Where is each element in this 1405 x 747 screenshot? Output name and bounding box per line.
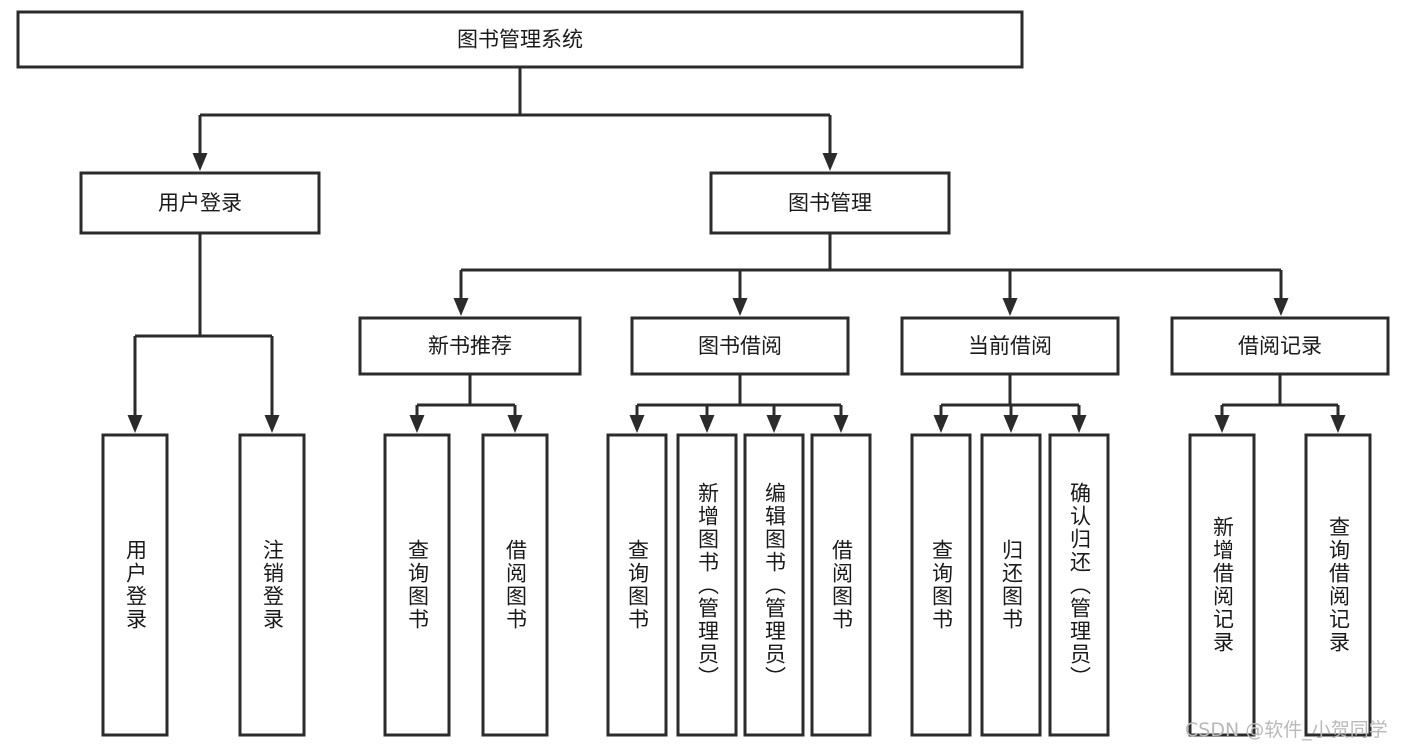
node-box-leaf-borrow-add-book[interactable] [676, 433, 738, 737]
book-borrow-connector-arrowhead-0 [629, 415, 645, 433]
book-borrow-connector-arrowhead-3 [833, 415, 849, 433]
book-manage-connector-arrowhead-3 [1273, 298, 1289, 316]
node-label-new-book-rec: 新书推荐 [428, 334, 512, 358]
node-box-new-book-rec[interactable] [358, 316, 582, 376]
current-borrow-connector-arrowhead-0 [933, 415, 949, 433]
node-box-leaf-rec-borrow-book[interactable] [481, 433, 549, 737]
node-box-leaf-cur-return-book[interactable] [980, 433, 1042, 737]
connector-layer [127, 67, 1346, 433]
box-layer [16, 10, 1390, 737]
node-box-leaf-borrow-borrow-book[interactable] [810, 433, 872, 737]
new-book-rec-connector-arrowhead-1 [507, 415, 523, 433]
book-borrow-connector-arrowhead-2 [766, 415, 782, 433]
node-box-leaf-borrow-edit-book[interactable] [743, 433, 805, 737]
new-book-rec-connector-arrowhead-0 [409, 415, 425, 433]
csdn-watermark: CSDN @软件_小贺同学 [1185, 719, 1388, 741]
node-label-book-manage: 图书管理 [788, 191, 872, 215]
node-box-leaf-rec-query-record[interactable] [1304, 433, 1372, 737]
node-box-book-borrow[interactable] [630, 316, 850, 376]
book-borrow-connector-arrowhead-1 [699, 415, 715, 433]
root-connector-arrowhead-0 [192, 153, 208, 171]
root-connector-arrowhead-1 [822, 153, 838, 171]
node-box-leaf-rec-query-book[interactable] [383, 433, 451, 737]
node-label-current-borrow: 当前借阅 [968, 334, 1052, 358]
node-label-book-borrow: 图书借阅 [698, 334, 782, 358]
node-label-borrow-record: 借阅记录 [1238, 334, 1322, 358]
node-box-leaf-rec-add-record[interactable] [1188, 433, 1256, 737]
user-login-connector-arrowhead-0 [127, 415, 143, 433]
borrow-record-connector-arrowhead-0 [1214, 415, 1230, 433]
borrow-record-connector-arrowhead-1 [1330, 415, 1346, 433]
book-manage-connector-arrowhead-2 [1002, 298, 1018, 316]
node-box-borrow-record[interactable] [1170, 316, 1390, 376]
node-box-root[interactable] [16, 10, 1024, 69]
node-label-user-login: 用户登录 [158, 191, 242, 215]
node-box-leaf-cur-confirm-return[interactable] [1048, 433, 1110, 737]
node-label-root: 图书管理系统 [457, 28, 583, 52]
node-box-current-borrow[interactable] [900, 316, 1120, 376]
node-box-book-manage[interactable] [709, 171, 951, 235]
current-borrow-connector-arrowhead-1 [1003, 415, 1019, 433]
current-borrow-connector-arrowhead-2 [1071, 415, 1087, 433]
node-box-leaf-borrow-query-book[interactable] [606, 433, 668, 737]
book-manage-connector-arrowhead-0 [453, 298, 469, 316]
user-login-connector-arrowhead-1 [264, 415, 280, 433]
node-box-leaf-user-login[interactable] [101, 433, 169, 737]
book-manage-connector-arrowhead-1 [732, 298, 748, 316]
node-box-leaf-cur-query-book[interactable] [910, 433, 972, 737]
node-box-user-login[interactable] [79, 171, 321, 235]
node-box-leaf-user-logout[interactable] [238, 433, 306, 737]
